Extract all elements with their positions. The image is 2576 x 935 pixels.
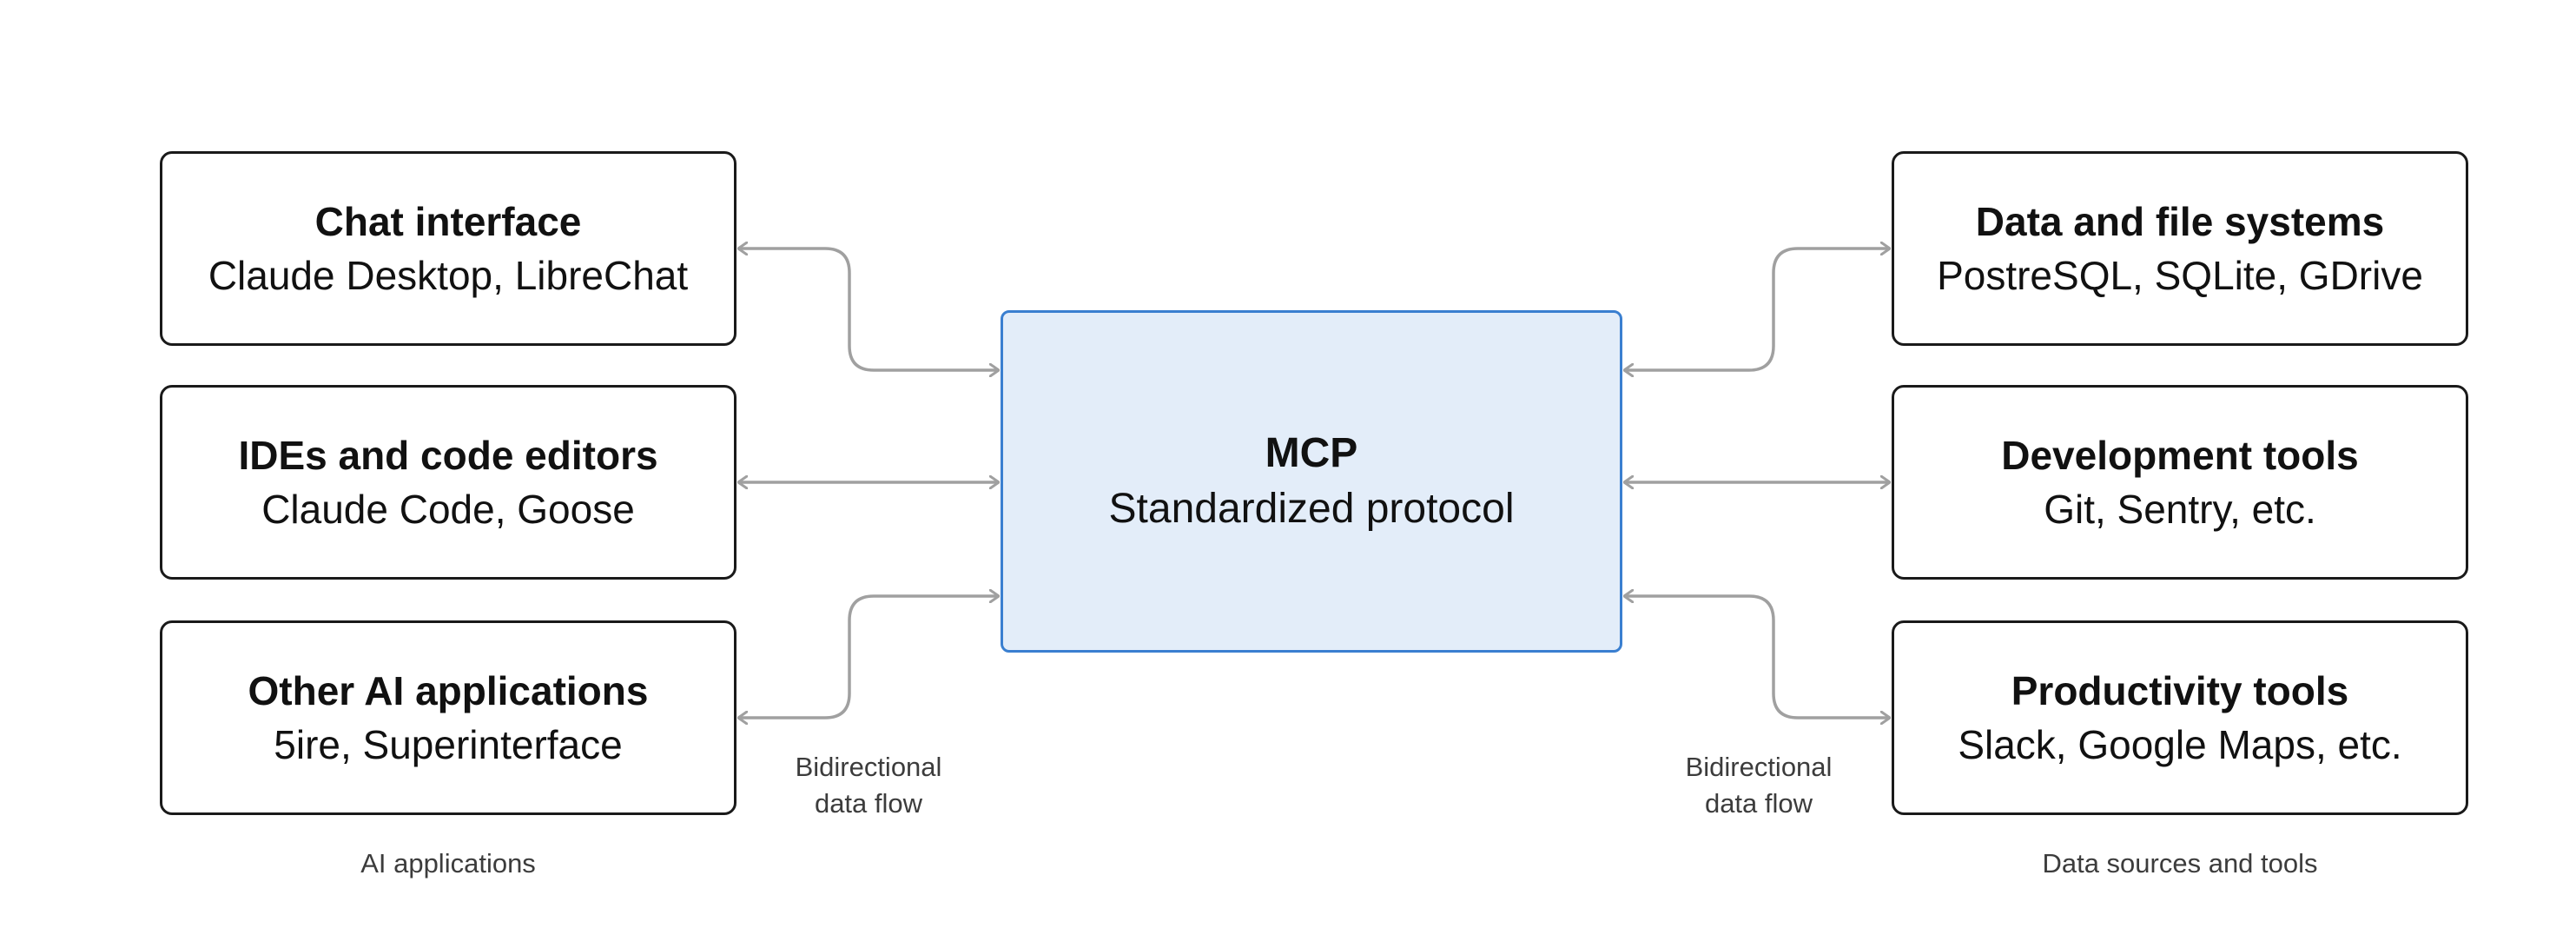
box-subtitle: Git, Sentry, etc. xyxy=(2044,487,2316,532)
group-caption-left: AI applications xyxy=(360,848,536,879)
connector-mcp-to-productivity xyxy=(1624,596,1890,718)
box-title: Productivity tools xyxy=(2011,668,2349,713)
box-development-tools: Development tools Git, Sentry, etc. xyxy=(1892,385,2468,580)
flow-label-right: Bidirectional data flow xyxy=(1637,749,1880,822)
flow-label-left: Bidirectional data flow xyxy=(747,749,990,822)
box-title: IDEs and code editors xyxy=(238,433,658,478)
box-subtitle: Claude Code, Goose xyxy=(261,487,635,532)
flow-label-line: Bidirectional xyxy=(1685,752,1833,782)
box-title: Development tools xyxy=(2001,433,2359,478)
box-subtitle: Claude Desktop, LibreChat xyxy=(208,253,689,298)
flow-label-line: data flow xyxy=(814,788,923,819)
box-other-ai-applications: Other AI applications 5ire, Superinterfa… xyxy=(160,620,736,815)
flow-label-line: Bidirectional xyxy=(795,752,942,782)
mcp-subtitle: Standardized protocol xyxy=(1108,486,1515,532)
box-ides-code-editors: IDEs and code editors Claude Code, Goose xyxy=(160,385,736,580)
box-title: Chat interface xyxy=(314,199,582,244)
box-productivity-tools: Productivity tools Slack, Google Maps, e… xyxy=(1892,620,2468,815)
mcp-title: MCP xyxy=(1265,430,1358,476)
connector-chat-to-mcp xyxy=(738,249,999,370)
box-mcp: MCP Standardized protocol xyxy=(1001,310,1622,653)
flow-label-line: data flow xyxy=(1704,788,1813,819)
group-caption-right: Data sources and tools xyxy=(2042,848,2318,879)
box-subtitle: Slack, Google Maps, etc. xyxy=(1958,722,2402,767)
connector-mcp-to-data xyxy=(1624,249,1890,370)
box-data-file-systems: Data and file systems PostreSQL, SQLite,… xyxy=(1892,151,2468,346)
box-chat-interface: Chat interface Claude Desktop, LibreChat xyxy=(160,151,736,346)
connector-other-ai-to-mcp xyxy=(738,596,999,718)
box-title: Other AI applications xyxy=(248,668,649,713)
box-subtitle: 5ire, Superinterface xyxy=(274,722,623,767)
box-subtitle: PostreSQL, SQLite, GDrive xyxy=(1937,253,2423,298)
box-title: Data and file systems xyxy=(1975,199,2385,244)
